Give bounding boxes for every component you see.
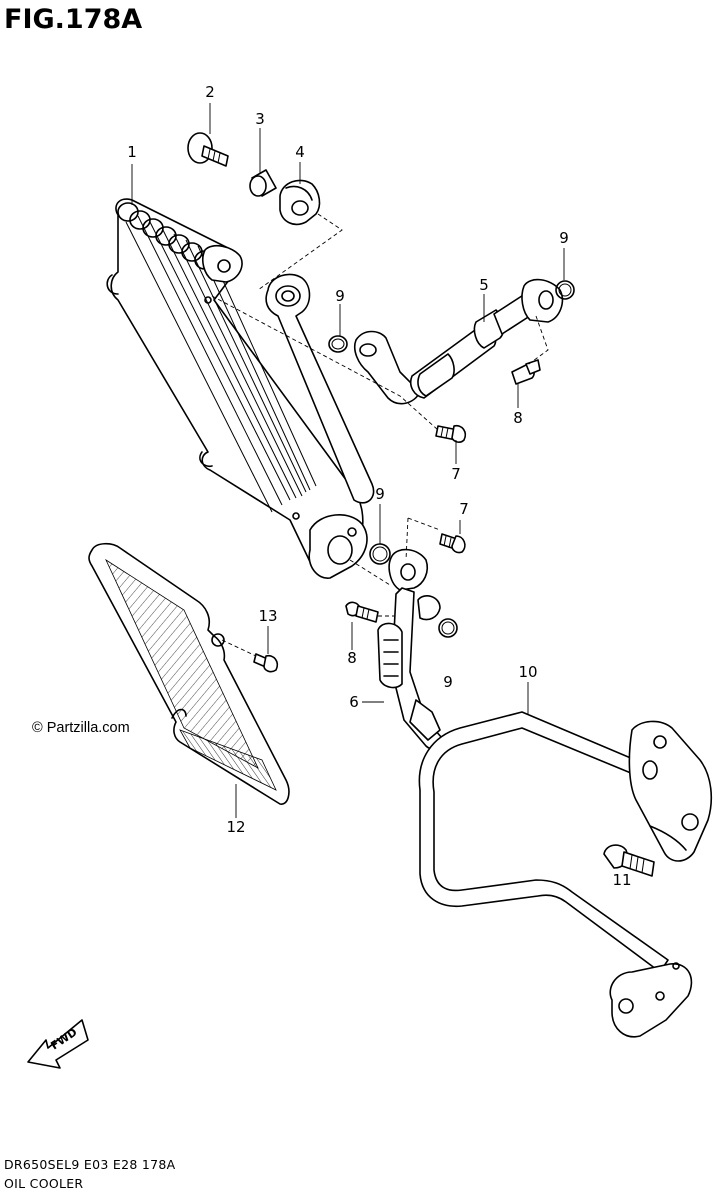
bolt-part-7-upper bbox=[435, 424, 467, 443]
callout-4: 4 bbox=[295, 143, 305, 161]
callout-10: 10 bbox=[518, 663, 538, 681]
callout-6: 6 bbox=[349, 693, 359, 711]
callout-9-a: 9 bbox=[335, 287, 345, 305]
footer-code: DR650SEL9 E03 E28 178A bbox=[4, 1157, 176, 1172]
bolt-part-8-upper bbox=[511, 359, 541, 385]
engine-guard-part-10 bbox=[418, 711, 713, 1038]
oil-cooler-core-part-1 bbox=[106, 198, 368, 579]
callout-8-lower: 8 bbox=[347, 649, 357, 667]
callout-9-c: 9 bbox=[375, 485, 385, 503]
callout-2: 2 bbox=[205, 83, 215, 101]
callout-13: 13 bbox=[258, 607, 278, 625]
callout-7-lower: 7 bbox=[459, 500, 469, 518]
callout-9-d: 9 bbox=[443, 673, 453, 691]
o-ring-part-9-a bbox=[328, 335, 348, 353]
watermark: © Partzilla.com bbox=[32, 720, 130, 736]
lower-hose-part-6 bbox=[377, 548, 443, 750]
o-ring-part-9-d bbox=[438, 618, 458, 638]
bolt-part-13 bbox=[253, 653, 279, 673]
cooler-guard-part-12 bbox=[88, 542, 290, 805]
callout-5: 5 bbox=[479, 276, 489, 294]
bolt-part-11 bbox=[603, 844, 655, 877]
callout-3: 3 bbox=[255, 110, 265, 128]
callout-7-upper: 7 bbox=[451, 465, 461, 483]
callout-12: 12 bbox=[226, 818, 246, 836]
footer-name: OIL COOLER bbox=[4, 1176, 84, 1191]
callout-leaders bbox=[131, 103, 565, 818]
grommet-part-4 bbox=[279, 179, 321, 226]
callout-1: 1 bbox=[127, 143, 137, 161]
bolt-part-2 bbox=[187, 132, 229, 167]
bolt-part-7-lower bbox=[439, 533, 466, 554]
cooler-bracket-arm bbox=[265, 273, 375, 504]
upper-hose-part-5 bbox=[353, 278, 564, 405]
collar-part-3 bbox=[249, 169, 277, 197]
callout-8-upper: 8 bbox=[513, 409, 523, 427]
figure-title: FIG.178A bbox=[4, 4, 143, 35]
fwd-arrow: FWD bbox=[27, 1019, 89, 1069]
callout-9-b: 9 bbox=[559, 229, 569, 247]
o-ring-part-9-c bbox=[369, 543, 391, 565]
o-ring-part-9-b bbox=[555, 280, 575, 300]
bolt-part-8-lower bbox=[345, 601, 379, 623]
callout-11: 11 bbox=[612, 871, 632, 889]
